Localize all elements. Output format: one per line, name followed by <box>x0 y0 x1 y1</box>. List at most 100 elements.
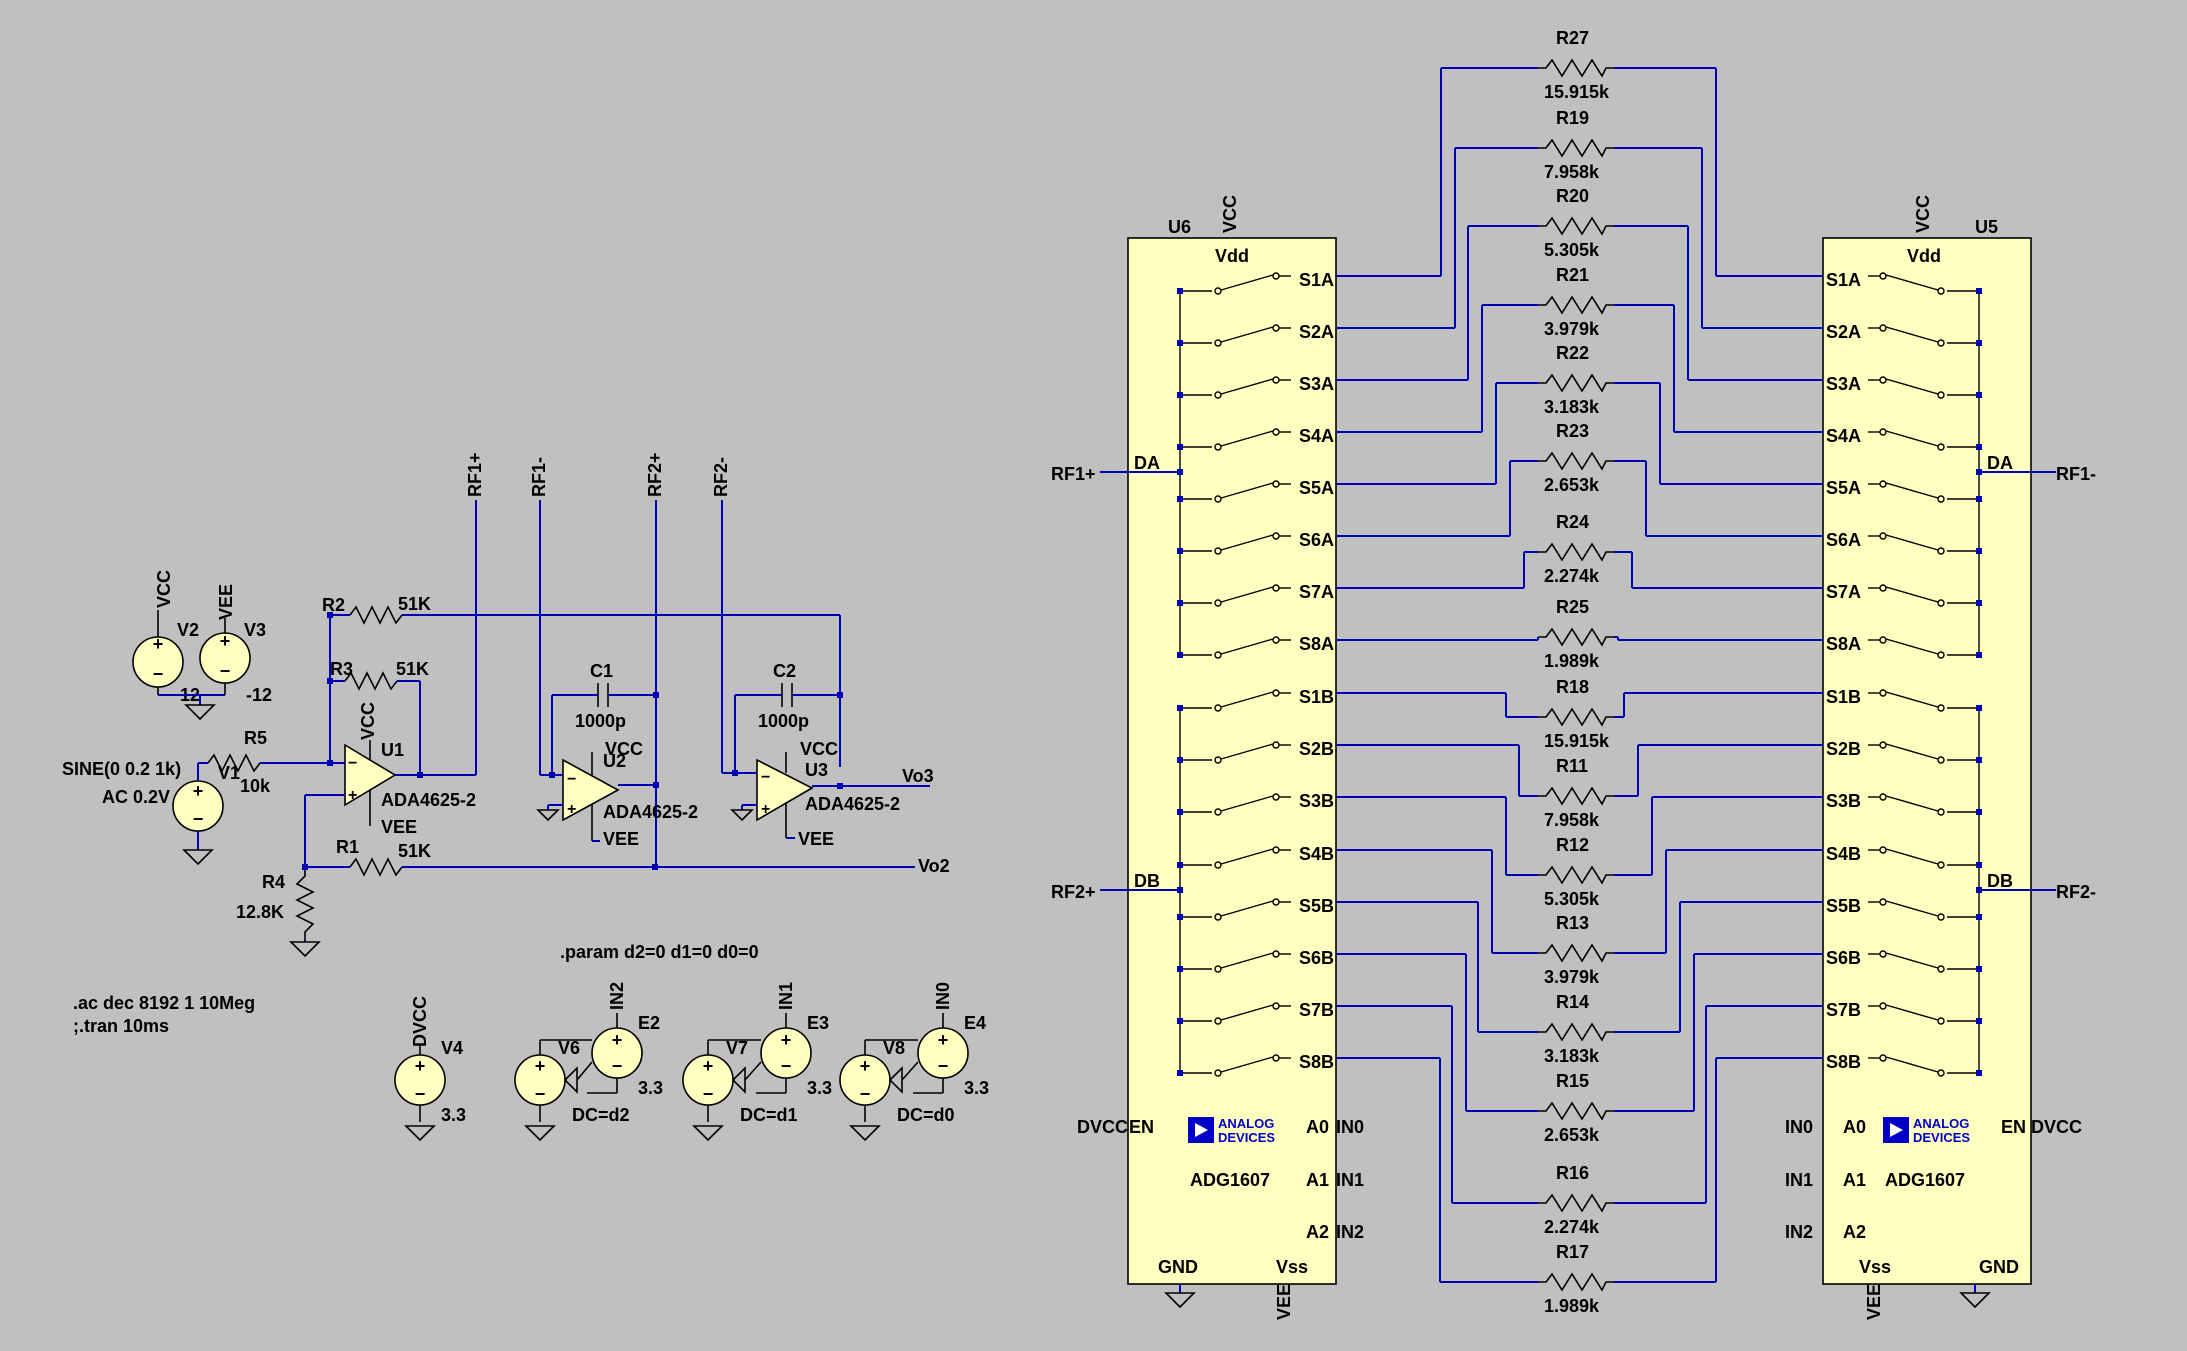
mux-body <box>1127 237 1337 1285</box>
switch-label: S2B <box>1299 739 1334 759</box>
svg-text:−: − <box>781 1056 792 1076</box>
ground-icon <box>1164 1292 1196 1309</box>
switch-label: S4A <box>1299 426 1334 446</box>
svg-text:−: − <box>938 1056 949 1076</box>
switch-label: S2A <box>1826 322 1861 342</box>
component-name: R13 <box>1556 913 1589 933</box>
component-value: 1000p <box>575 711 626 731</box>
net-label-in: IN0 <box>933 982 953 1010</box>
component-name: R20 <box>1556 186 1589 206</box>
source-name: V8 <box>883 1038 905 1058</box>
control-arrow-icon <box>888 1066 903 1094</box>
resistor-r2[interactable]: R2 51K <box>322 594 431 625</box>
source-value: DC=d2 <box>572 1105 630 1125</box>
resistor-r5[interactable]: R5 10k <box>207 728 271 796</box>
component-value: 10k <box>240 776 271 796</box>
component-value: 3.979k <box>1544 319 1600 339</box>
source-value-sine: SINE(0 0.2 1k) <box>62 759 181 779</box>
component-name: R18 <box>1556 677 1589 697</box>
ground-icon <box>849 1125 881 1142</box>
param-directive[interactable]: .param d2=0 d1=0 d0=0 <box>560 942 759 962</box>
net-label-rf1m: RF1- <box>2056 464 2096 484</box>
pin-a1: A1 <box>1843 1170 1866 1190</box>
source-name: V4 <box>441 1038 463 1058</box>
capacitor-c1[interactable]: C1 1000p <box>575 661 626 731</box>
switch-label: S6A <box>1299 530 1334 550</box>
svg-text:+: + <box>153 634 164 654</box>
supply-v3[interactable]: + − VEE V3 -12 <box>199 584 272 705</box>
capacitor-c2[interactable]: C2 1000p <box>758 661 809 731</box>
ground-icon <box>404 1125 436 1142</box>
resistor-r4[interactable]: R4 12.8K <box>236 870 315 940</box>
component-value: 5.305k <box>1544 889 1600 909</box>
pin-a2: A2 <box>1843 1222 1866 1242</box>
component-value: 7.958k <box>1544 810 1600 830</box>
net-label-vee: VEE <box>603 829 639 849</box>
resistor-r3[interactable]: R3 51K <box>330 659 429 691</box>
net-label-vcc: VCC <box>1913 195 1933 233</box>
component-name: C1 <box>590 661 613 681</box>
component-name: R24 <box>1556 512 1589 532</box>
opamp-u1[interactable]: − + VCC U1 ADA4625-2 VEE <box>344 702 476 837</box>
resistor-bank-b[interactable]: R17 1.989k <box>1336 1057 1823 1316</box>
supply-v2[interactable]: + − VCC V2 12 <box>132 570 200 705</box>
component-name: R27 <box>1556 28 1589 48</box>
ac-directive[interactable]: .ac dec 8192 1 10Meg <box>73 993 255 1013</box>
switch-label: S6A <box>1826 530 1861 550</box>
svg-text:−: − <box>415 1084 426 1104</box>
switch-label: S5B <box>1299 896 1334 916</box>
signal-source-v1[interactable]: + − V1 SINE(0 0.2 1k) AC 0.2V <box>62 759 240 832</box>
svg-text:+: + <box>860 1056 871 1076</box>
svg-text:+: + <box>938 1030 949 1050</box>
analog-devices-logo: DEVICES <box>1913 1130 1970 1145</box>
switch-label: S8A <box>1826 634 1861 654</box>
component-value: 1.989k <box>1544 1296 1600 1316</box>
analog-devices-logo: DEVICES <box>1218 1130 1275 1145</box>
ground-icon <box>184 704 216 721</box>
source-name: V7 <box>726 1038 748 1058</box>
switch-label: S8B <box>1826 1052 1861 1072</box>
net-label-vcc: VCC <box>154 570 174 608</box>
opamp-name: U3 <box>805 760 828 780</box>
opamp-u3[interactable]: − + VCC U3 ADA4625-2 VEE <box>756 739 900 849</box>
net-label-in1: IN1 <box>1785 1170 1813 1190</box>
net-label-in2: IN2 <box>1785 1222 1813 1242</box>
supply-v4[interactable]: + − DVCC V4 3.3 <box>394 996 466 1125</box>
component-name: R19 <box>1556 108 1589 128</box>
pin-en: EN <box>1129 1117 1154 1137</box>
component-value: 3.183k <box>1544 397 1600 417</box>
component-value: 3.183k <box>1544 1046 1600 1066</box>
resistor-bank-b[interactable]: R14 3.183k <box>1336 901 1823 1066</box>
resistor-r1[interactable]: R1 51K <box>336 837 431 877</box>
pin-da: DA <box>1134 453 1160 473</box>
tran-directive[interactable]: ;.tran 10ms <box>73 1016 169 1036</box>
mux-u5[interactable]: U5VCCVddS1AS2AS3AS4AS5AS6AS7AS8AS1BS2BS3… <box>1822 195 2032 1285</box>
source-value: -12 <box>246 685 272 705</box>
source-value: 3.3 <box>441 1105 466 1125</box>
component-name: R14 <box>1556 992 1589 1012</box>
component-name: R17 <box>1556 1242 1589 1262</box>
component-value: 1000p <box>758 711 809 731</box>
pin-vss: Vss <box>1276 1257 1308 1277</box>
opamp-u2[interactable]: − + VCC U2 ADA4625-2 VEE <box>562 739 698 849</box>
opamp-name: U2 <box>603 751 626 771</box>
